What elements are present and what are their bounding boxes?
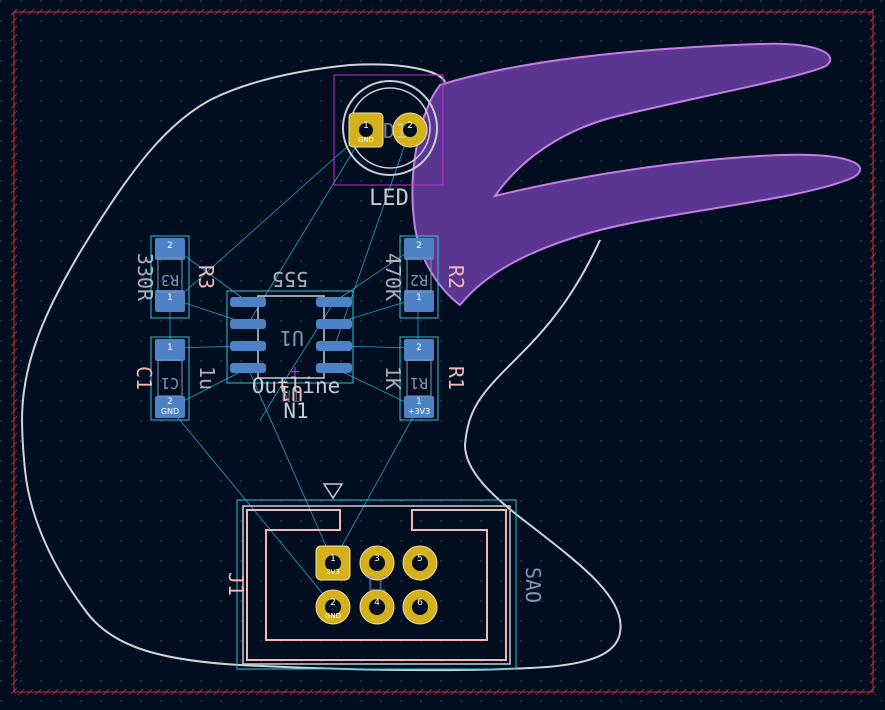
r2-fab-outline (406, 257, 432, 293)
j1-value-label: SAO (521, 567, 545, 603)
r1-pad-top[interactable] (404, 339, 434, 361)
c1-fab-ref: C1 (161, 374, 179, 392)
j1-ref-label: J1 (224, 572, 248, 596)
u1-pad-4[interactable] (230, 363, 266, 373)
r3-courtyard (150, 235, 190, 319)
r1-value-label: 1K (381, 366, 405, 390)
j1-pad-3-number: 3 (374, 554, 380, 564)
c1-courtyard (150, 336, 190, 421)
u1-pad-8[interactable] (316, 297, 352, 307)
j1-pad-5-number: 5 (417, 554, 423, 564)
j1-pad-2-number: 2 (330, 598, 336, 608)
c1-ref-label: C1 (132, 366, 156, 390)
r3-ref-label: R3 (194, 265, 218, 289)
u1-courtyard (226, 290, 354, 384)
ic-u1[interactable]: 555 U1 U1 + (226, 267, 354, 405)
r1-courtyard (399, 336, 439, 421)
u1-anchor-cross: + (289, 364, 301, 380)
u1-ref-label: U1 (279, 381, 303, 405)
led-ref-label: D1 (383, 119, 407, 143)
c1-pad-top-number: 1 (167, 343, 173, 353)
j1-fab-outline (246, 509, 507, 661)
led-pad-1-net: GND (358, 136, 374, 144)
led-footprint-label: LED (369, 186, 409, 211)
j1-pad-grid (315, 545, 438, 625)
c1-fab-outline (157, 359, 183, 397)
u1-value-label: 555 (272, 267, 308, 291)
r2-courtyard (399, 235, 439, 319)
capacitor-c1[interactable]: 1 2 GND C1 C1 1u (132, 336, 219, 421)
r2-fab-ref: R2 (410, 271, 428, 289)
r2-pad-bottom[interactable] (404, 290, 434, 312)
r3-fab-outline (157, 257, 183, 293)
c1-pad-top[interactable] (155, 339, 185, 361)
c1-pad-bottom[interactable] (155, 396, 185, 418)
j1-courtyard (236, 499, 517, 670)
r1-fab-ref: R1 (410, 374, 428, 392)
c1-pad-bottom-net: GND (161, 407, 179, 416)
r3-pad-top[interactable] (155, 238, 185, 260)
resistor-r2[interactable]: 2 1 R2 R2 470K (381, 235, 468, 319)
led-pad-1-hole (359, 123, 373, 137)
u1-pad-5[interactable] (316, 363, 352, 373)
u1-pad-7[interactable] (316, 319, 352, 329)
r2-value-label: 470K (381, 253, 405, 301)
n1-value-label: Outline (252, 374, 341, 398)
resistor-r3[interactable]: 2 1 R3 R3 330R (133, 235, 218, 319)
r1-ref-label: R1 (444, 366, 468, 390)
r3-pad-bottom[interactable] (155, 290, 185, 312)
led-pad-2-number: 2 (407, 121, 413, 131)
j1-pin1-marker (322, 483, 344, 500)
led-pad-2-hole (403, 123, 417, 137)
u1-body-outline (257, 295, 325, 379)
u1-fab-ref: U1 (280, 326, 304, 350)
j1-pad-6-number: 6 (417, 598, 423, 608)
r1-pad-bottom-net: +3V3 (408, 407, 430, 416)
r3-value-label: 330R (133, 253, 157, 302)
j1-fab-ref: J1 (365, 571, 389, 595)
board-border (11, 9, 876, 695)
edge-cuts-outline (21, 63, 622, 672)
n1-ref-label: N1 (283, 399, 308, 423)
j1-pad-1-number: 1 (330, 554, 336, 564)
logo-graphic (411, 42, 862, 307)
r1-pad-top-number: 2 (416, 343, 422, 353)
r2-ref-label: R2 (444, 265, 468, 289)
connector-j1[interactable]: 1 3V3 3 5 2 GND 4 6 J1 J1 SAO (224, 483, 545, 670)
j1-pad-2-net: GND (325, 612, 341, 620)
r2-pad-top[interactable] (404, 238, 434, 260)
r1-fab-outline (406, 359, 432, 397)
u1-pad-1[interactable] (230, 297, 266, 307)
c1-value-label: 1u (195, 366, 219, 390)
r1-pad-bottom-number: 1 (416, 397, 422, 407)
j1-pad-4-number: 4 (374, 598, 380, 608)
r3-pad-top-number: 2 (167, 241, 173, 251)
r1-pad-bottom[interactable] (404, 396, 434, 418)
u1-pad-2[interactable] (230, 319, 266, 329)
u1-pad-3[interactable] (230, 341, 266, 351)
led-outline-circle (342, 80, 438, 176)
led-footprint[interactable]: 1 GND 2 D1 LED (333, 74, 444, 211)
resistor-r1[interactable]: 2 1 +3V3 R1 R1 1K (381, 336, 468, 421)
led-pad-1-number: 1 (363, 121, 369, 131)
led-keepout-box (333, 74, 444, 186)
c1-pad-bottom-number: 2 (167, 397, 173, 407)
j1-silk-outline (242, 505, 511, 665)
outline-n1[interactable]: Outline N1 N1 (252, 374, 341, 423)
j1-pad-1-net: 3V3 (326, 568, 340, 576)
r3-pad-bottom-number: 1 (167, 293, 173, 303)
r2-pad-bottom-number: 1 (416, 293, 422, 303)
u1-pad-6[interactable] (316, 341, 352, 351)
r3-fab-ref: R3 (161, 271, 179, 289)
r2-pad-top-number: 2 (416, 241, 422, 251)
n1-fab-ref: N1 (281, 387, 300, 406)
